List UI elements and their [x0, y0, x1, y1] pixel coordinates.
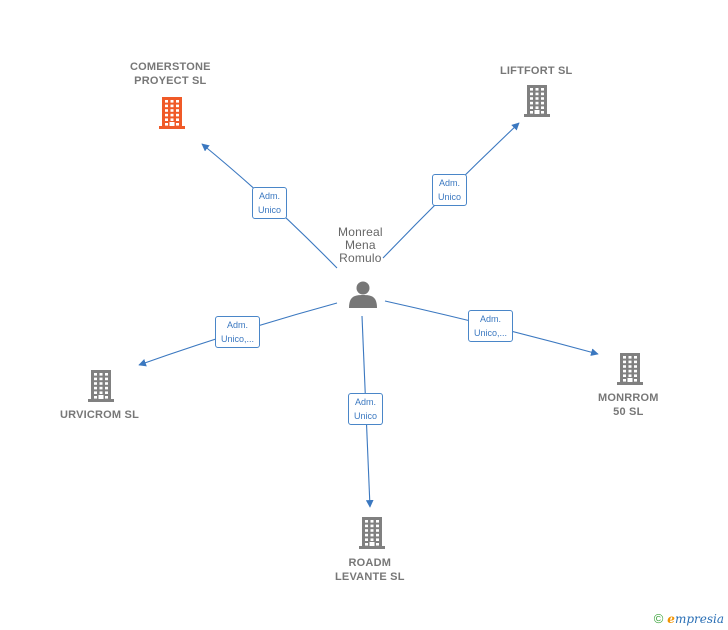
relation-label-line: Unico,...: [474, 328, 508, 338]
building-icon: [159, 97, 185, 129]
person-name-line: Mena: [344, 238, 376, 252]
company-roadm-line: ROADM: [348, 557, 392, 569]
relation-label-liftfort[interactable]: Adm. Unico: [432, 174, 468, 206]
relation-label-line: Adm.: [355, 397, 377, 407]
copyright-symbol: ©: [653, 611, 664, 626]
relation-label-line: Unico,...: [221, 334, 255, 344]
company-roadm-line: LEVANTE SL: [335, 571, 405, 583]
building-icon: [617, 353, 643, 385]
company-comerstone-line: PROYECT SL: [134, 75, 207, 87]
company-urvicrom-line: URVICROM SL: [60, 409, 140, 421]
company-comerstone-line: COMERSTONE: [130, 61, 211, 73]
company-liftfort-line: LIFTFORT SL: [500, 65, 573, 77]
company-monrrom[interactable]: MONRROM 50 SL: [598, 391, 659, 419]
building-icon: [359, 517, 385, 549]
relation-label-line: Unico: [354, 411, 378, 421]
company-roadm[interactable]: ROADM LEVANTE SL: [335, 556, 405, 584]
brand-logo: empresia: [667, 612, 724, 626]
relation-label-roadm[interactable]: Adm. Unico: [348, 393, 384, 425]
footer-brand: © empresia: [654, 611, 724, 626]
relation-label-line: Unico: [438, 192, 462, 202]
relation-label-line: Adm.: [259, 191, 281, 201]
company-urvicrom[interactable]: URVICROM SL: [60, 408, 139, 422]
relation-label-line: Adm.: [227, 320, 249, 330]
company-monrrom-line: 50 SL: [613, 406, 644, 418]
relation-label-line: Adm.: [439, 178, 461, 188]
person-icon: [349, 281, 377, 308]
person-name-line: Romulo: [339, 251, 382, 265]
company-monrrom-line: MONRROM: [598, 392, 659, 404]
brand-initial: e: [667, 611, 675, 626]
relation-label-line: Unico: [258, 205, 282, 215]
brand-name: mpresia: [674, 611, 724, 626]
company-comerstone[interactable]: COMERSTONE PROYECT SL: [130, 60, 211, 88]
building-icon: [524, 85, 550, 117]
relation-label-comerstone[interactable]: Adm. Unico: [252, 187, 288, 219]
company-liftfort[interactable]: LIFTFORT SL: [500, 64, 572, 78]
building-icon: [88, 370, 114, 402]
relation-label-line: Adm.: [480, 314, 502, 324]
relation-label-urvicrom[interactable]: Adm. Unico,...: [215, 316, 261, 348]
person-name-line: Monreal: [338, 225, 383, 239]
relation-label-monrrom[interactable]: Adm. Unico,...: [468, 310, 514, 342]
